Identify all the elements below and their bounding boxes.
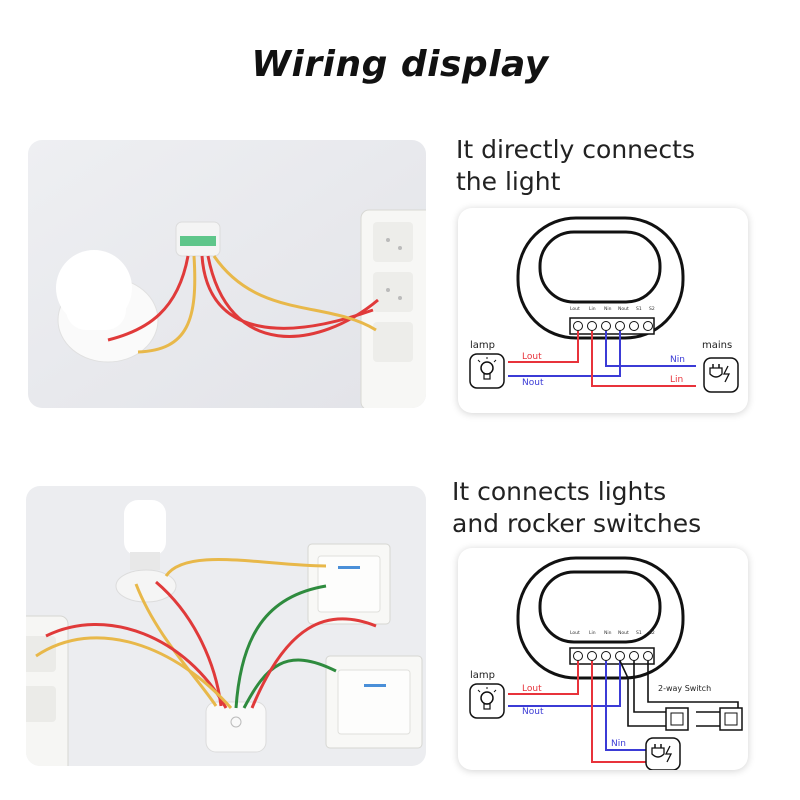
lamp-label: lamp (470, 670, 495, 681)
wiring-diagram-rocker: Lout Lin Nin Nout S1 S2 2-way Switch (458, 548, 748, 770)
page-title: Wiring display (251, 44, 549, 85)
plug-icon (703, 357, 739, 393)
terminal-label-s1: S1 (636, 630, 642, 636)
rocker-switch-icon (719, 707, 743, 731)
smart-switch-module (205, 701, 267, 753)
wire-nin (605, 661, 648, 751)
wire-lin (591, 661, 668, 763)
photo-direct-light-wiring (28, 140, 426, 408)
switch-label: 2-way Switch (658, 684, 711, 693)
socket-left (26, 615, 69, 766)
smart-switch-module (175, 221, 221, 257)
terminal-label-lout: Lout (570, 630, 580, 636)
label-nin: Nin (670, 355, 685, 365)
wire-switch-common (619, 660, 680, 727)
mains-label: mains (702, 340, 732, 351)
wire-nout (508, 661, 621, 707)
rocker-switch-bottom (325, 655, 423, 749)
wire-lout (508, 331, 579, 363)
caption-direct-light-line1: It directly connects (456, 135, 695, 164)
photo-rocker-switch-wiring (26, 486, 426, 766)
wire-nout (508, 331, 621, 377)
lamp-label: lamp (470, 340, 495, 351)
lightbulb-icon (469, 683, 505, 719)
label-nout: Nout (522, 378, 544, 388)
module-outline (516, 556, 685, 680)
terminal-label-lin: Lin (589, 306, 596, 312)
label-lout: Lout (522, 352, 542, 362)
module-outline (516, 216, 685, 340)
label-nout: Nout (522, 707, 544, 717)
lamp-bulb (115, 500, 177, 603)
label-lout: Lout (522, 684, 542, 694)
terminal-label-s1: S1 (636, 306, 642, 312)
lightbulb-icon (469, 353, 505, 389)
wiring-diagram-direct: Lout Lin Nin Nout S1 S2 Lout Nout Nin Li… (458, 208, 748, 413)
terminal-label-nout: Nout (618, 306, 629, 312)
caption-rocker-switch: It connects lights and rocker switches (452, 476, 782, 540)
terminal-block (569, 317, 655, 335)
wire-lout (508, 661, 579, 695)
caption-rocker-switch-line1: It connects lights (452, 477, 667, 506)
wire-lin (591, 331, 696, 387)
label-lin: Lin (670, 375, 683, 385)
terminal-block (569, 647, 655, 665)
terminal-label-lout: Lout (570, 306, 580, 312)
caption-direct-light: It directly connects the light (456, 134, 776, 198)
rocker-switch-icon (665, 707, 689, 731)
lamp-holder (56, 250, 159, 363)
terminal-label-nin: Nin (604, 306, 612, 312)
plug-icon (645, 737, 681, 770)
caption-rocker-switch-line2: and rocker switches (452, 509, 702, 538)
rocker-switch-top (307, 543, 391, 625)
wire-nin (605, 331, 696, 367)
terminal-label-s2: S2 (649, 630, 655, 636)
terminal-label-s2: S2 (649, 306, 655, 312)
power-strip (360, 209, 426, 408)
terminal-label-nin: Nin (604, 630, 612, 636)
terminal-label-lin: Lin (589, 630, 596, 636)
wire-s2 (647, 661, 739, 712)
wire-s1 (633, 661, 680, 713)
terminal-label-nout: Nout (618, 630, 629, 636)
caption-direct-light-line2: the light (456, 167, 561, 196)
label-nin: Nin (611, 739, 626, 749)
